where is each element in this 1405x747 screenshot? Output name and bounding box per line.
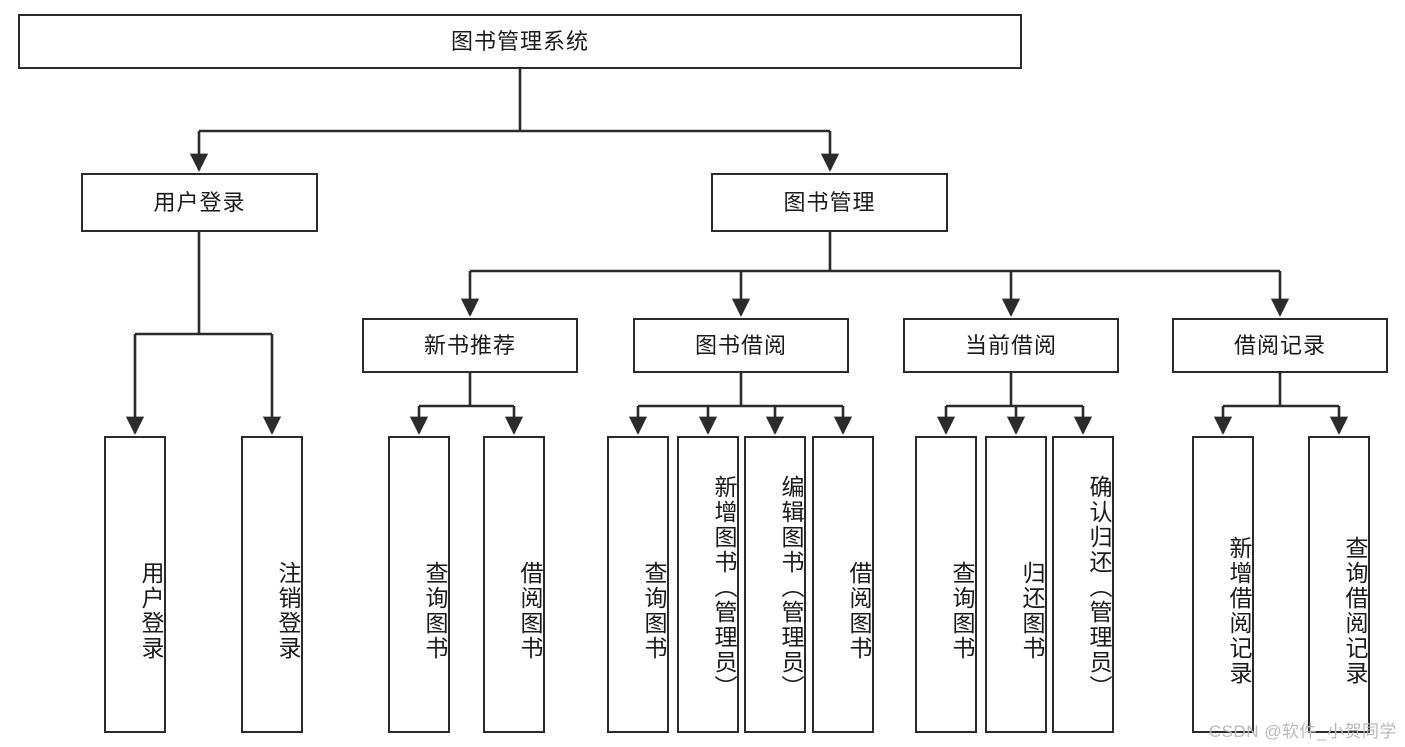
node-root-label: 图书管理系统 [450,28,589,54]
leaf-query-book[interactable]: 查询图书 [607,436,669,733]
node-book-borrow[interactable]: 图书借阅 [633,318,849,373]
leaf-query-borrow-record-label: 查询借阅记录 [1342,535,1368,686]
leaf-edit-book-admin[interactable]: 编辑图书（管理员） [744,436,806,733]
leaf-return-book[interactable]: 归还图书 [985,436,1047,733]
csdn-watermark: CSDN @软件_小贺同学 [1208,722,1397,741]
leaf-confirm-return-admin-label: 确认归还（管理员） [1086,475,1112,700]
leaf-add-borrow-record[interactable]: 新增借阅记录 [1192,436,1254,733]
leaf-query-book-rec-label: 查询图书 [422,560,448,661]
node-borrow-record[interactable]: 借阅记录 [1172,318,1388,373]
node-new-book-recommend[interactable]: 新书推荐 [362,318,578,373]
leaf-borrow-book[interactable]: 借阅图书 [812,436,874,733]
leaf-query-book-cur-label: 查询图书 [949,560,975,661]
leaf-return-book-label: 归还图书 [1019,560,1045,661]
node-book-borrow-label: 图书借阅 [694,332,787,358]
leaf-borrow-book-rec[interactable]: 借阅图书 [483,436,545,733]
leaf-add-borrow-record-label: 新增借阅记录 [1226,535,1252,686]
node-current-borrow[interactable]: 当前借阅 [903,318,1119,373]
node-user-login[interactable]: 用户登录 [81,173,318,232]
node-borrow-record-label: 借阅记录 [1233,332,1326,358]
node-user-login-label: 用户登录 [153,189,246,215]
leaf-borrow-book-rec-label: 借阅图书 [517,560,543,661]
leaf-add-book-admin[interactable]: 新增图书（管理员） [677,436,739,733]
leaf-query-book-cur[interactable]: 查询图书 [915,436,977,733]
leaf-user-login[interactable]: 用户登录 [104,436,166,733]
leaf-query-book-rec[interactable]: 查询图书 [388,436,450,733]
leaf-add-book-admin-label: 新增图书（管理员） [711,475,737,700]
leaf-user-login-label: 用户登录 [138,560,164,661]
leaf-logout[interactable]: 注销登录 [241,436,303,733]
leaf-confirm-return-admin[interactable]: 确认归还（管理员） [1052,436,1114,733]
leaf-query-borrow-record[interactable]: 查询借阅记录 [1308,436,1370,733]
leaf-query-book-label: 查询图书 [641,560,667,661]
leaf-logout-label: 注销登录 [275,560,301,661]
leaf-borrow-book-label: 借阅图书 [846,560,872,661]
node-root[interactable]: 图书管理系统 [18,14,1022,69]
node-book-manage-label: 图书管理 [783,189,876,215]
node-current-borrow-label: 当前借阅 [964,332,1057,358]
leaf-edit-book-admin-label: 编辑图书（管理员） [778,475,804,700]
node-new-book-recommend-label: 新书推荐 [423,332,516,358]
node-book-manage[interactable]: 图书管理 [711,173,948,232]
